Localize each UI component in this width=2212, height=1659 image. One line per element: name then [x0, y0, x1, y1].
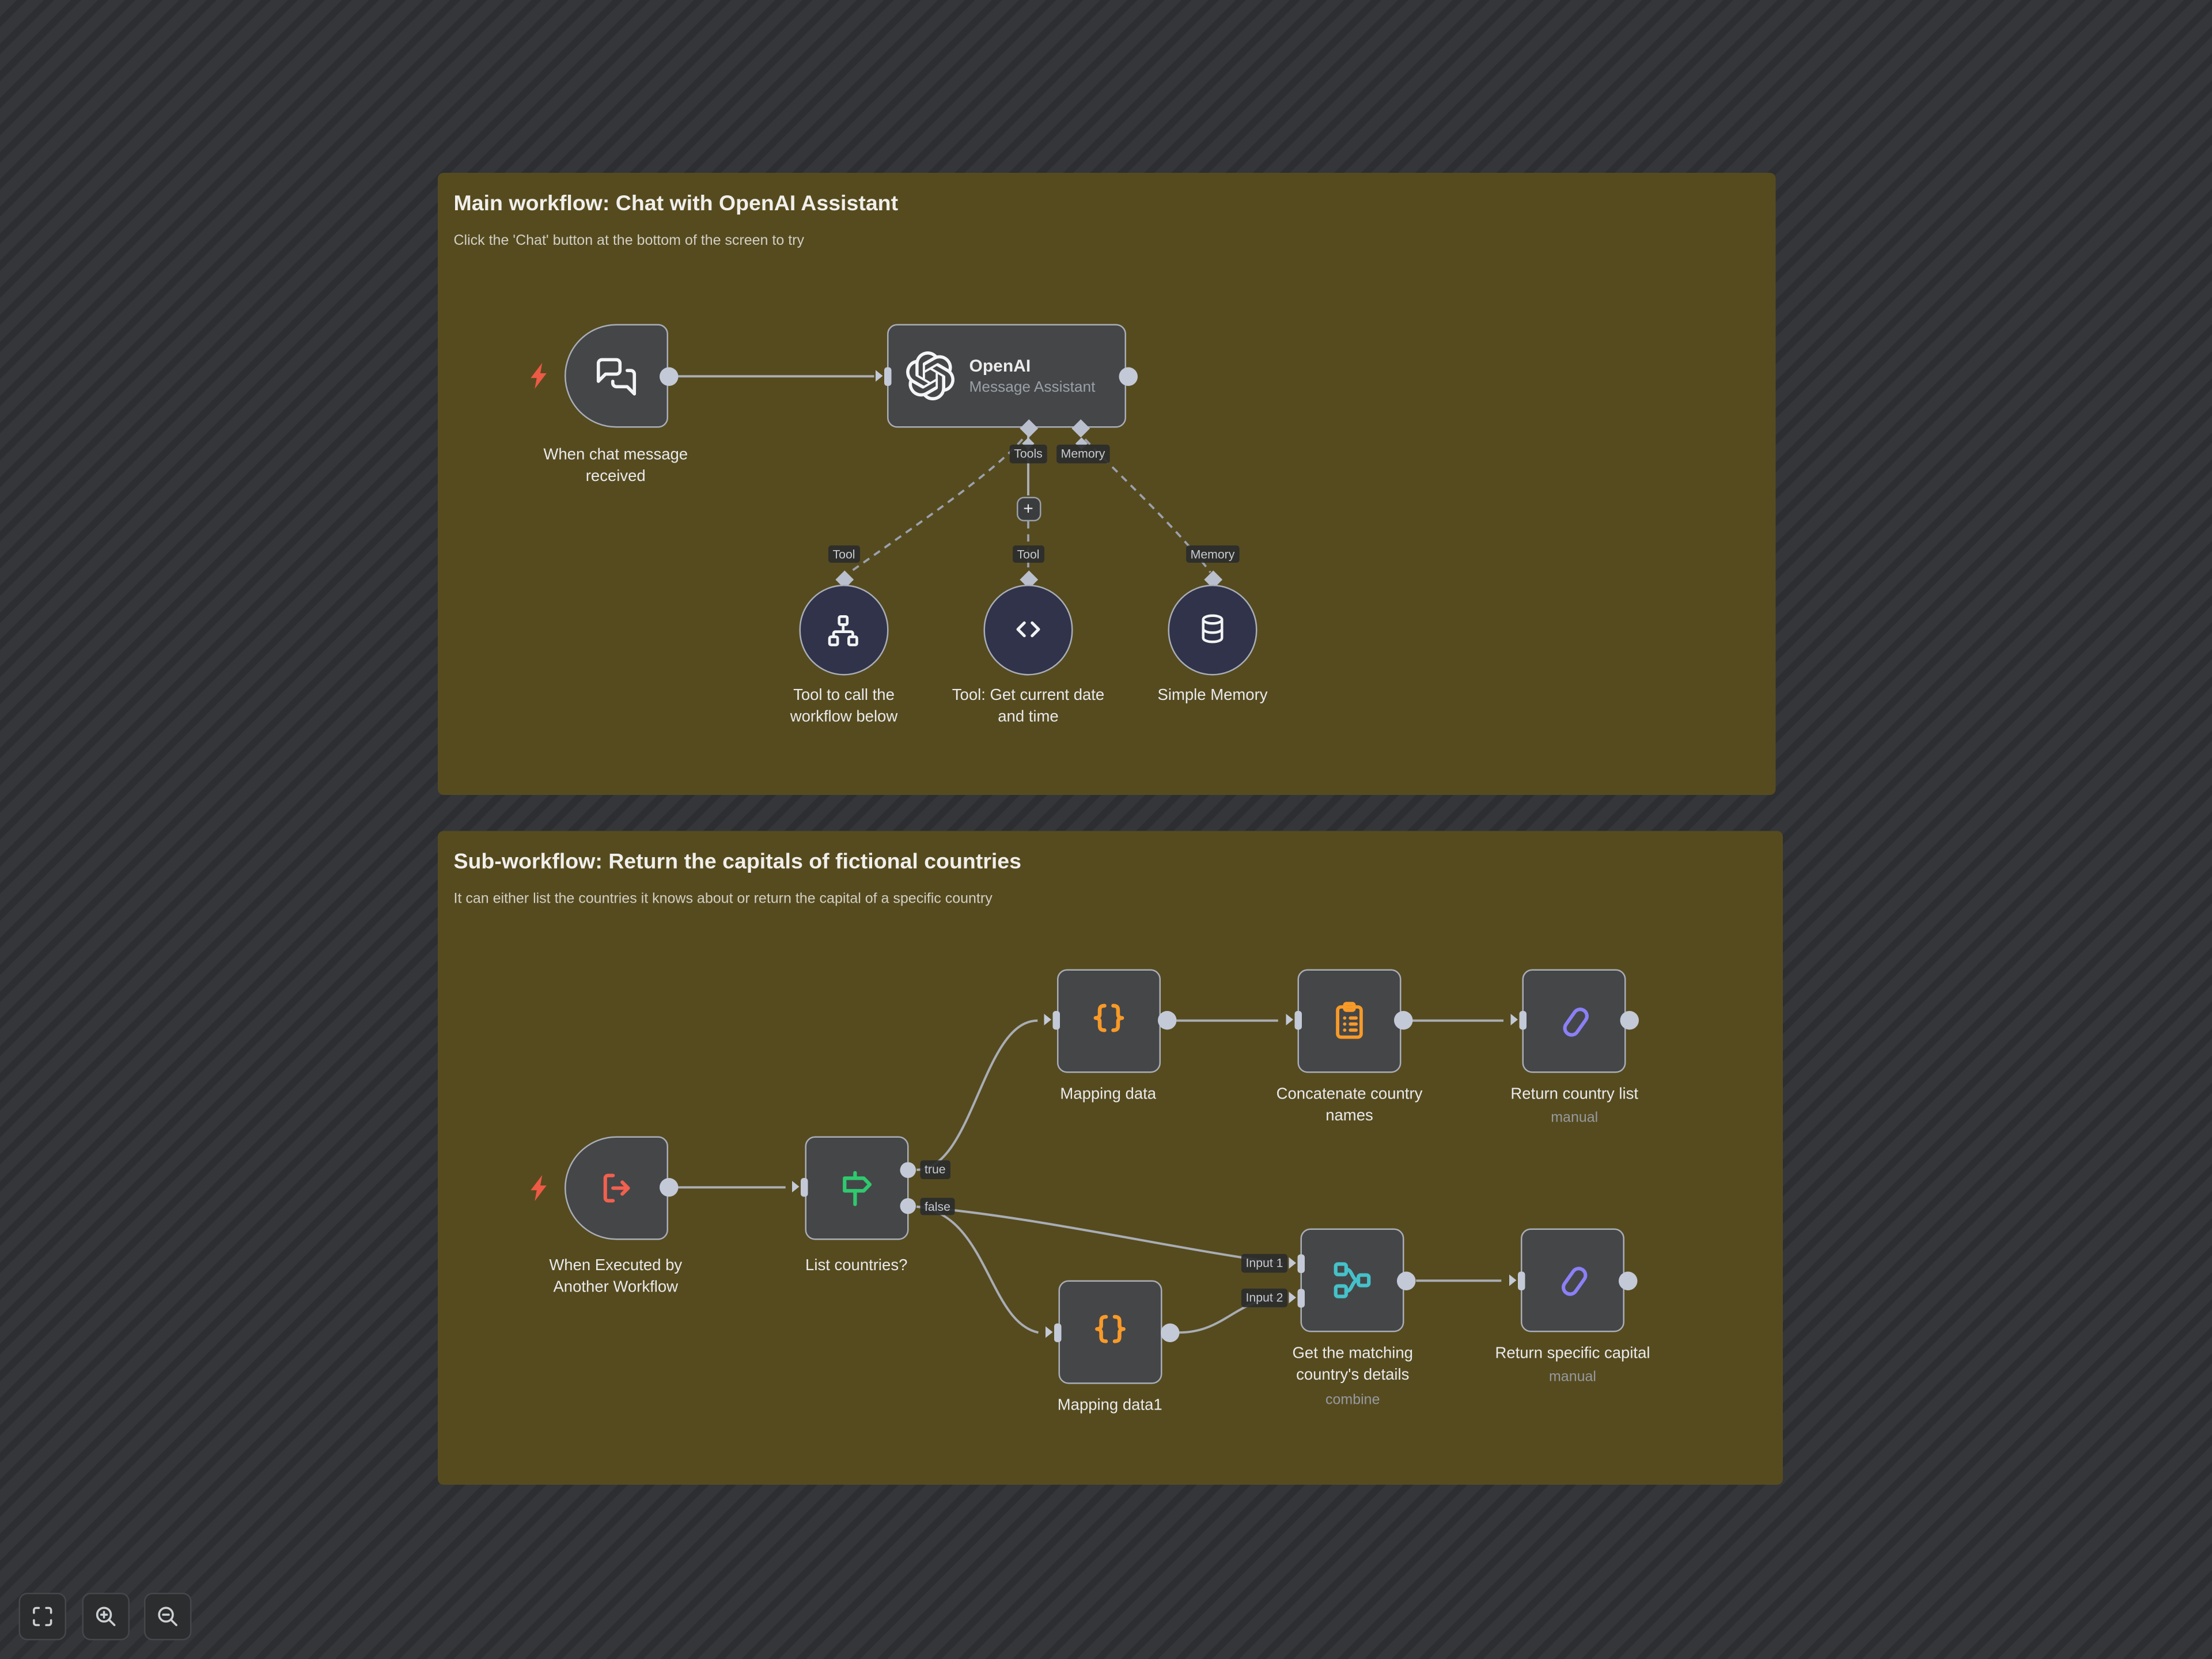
node-label-return-list: Return country list — [1510, 1085, 1639, 1103]
output-port-return-list[interactable] — [1619, 1011, 1639, 1030]
chip-memory: Memory — [1186, 544, 1239, 563]
sticky-subtitle: Click the 'Chat' button at the bottom of… — [453, 233, 804, 249]
pencil-icon — [1562, 1267, 1588, 1297]
node-merge-details[interactable] — [1301, 1229, 1405, 1333]
zoom-in-button[interactable] — [82, 1593, 130, 1641]
node-sublabel-merge: combine — [1325, 1392, 1380, 1408]
pencil-icon — [1563, 1007, 1589, 1036]
node-sublabel-return-capital: manual — [1548, 1369, 1597, 1386]
agent-subtitle: Message Assistant — [969, 378, 1096, 396]
node-list-countries-if[interactable] — [804, 1135, 908, 1240]
plus-icon: + — [1023, 498, 1033, 518]
output-port-openai[interactable] — [1118, 366, 1137, 386]
node-label-tool-call-workflow: Tool to call the workflow below — [790, 686, 898, 726]
output-port-concatenate[interactable] — [1393, 1011, 1412, 1030]
output-port-merge[interactable] — [1397, 1271, 1416, 1290]
chip-input2: Input 2 — [1241, 1289, 1287, 1307]
chip-true: true — [920, 1161, 950, 1179]
node-label-if: List countries? — [805, 1256, 908, 1274]
output-port-chat-trigger[interactable] — [659, 366, 679, 386]
output-port-mapping-data[interactable] — [1158, 1011, 1177, 1030]
output-port-mapping-data1[interactable] — [1160, 1323, 1179, 1342]
sticky-subtitle: It can either list the countries it know… — [453, 891, 993, 908]
lightning-trigger-icon — [531, 1174, 547, 1200]
node-return-specific-capital[interactable] — [1521, 1229, 1624, 1333]
node-tool-datetime[interactable] — [983, 585, 1074, 675]
chip-tool-1: Tool — [828, 544, 859, 563]
node-tool-call-workflow[interactable] — [798, 585, 889, 675]
node-concatenate[interactable] — [1297, 968, 1402, 1073]
zoom-to-fit-button[interactable] — [19, 1593, 67, 1641]
node-sublabel-return-list: manual — [1551, 1109, 1599, 1126]
node-openai-agent[interactable]: OpenAI Message Assistant — [887, 324, 1126, 429]
node-mapping-data[interactable] — [1056, 968, 1160, 1073]
zoom-out-icon — [158, 1607, 177, 1626]
input-port-mapping-data1[interactable] — [1046, 1323, 1062, 1342]
braces-icon — [1094, 1315, 1126, 1344]
input-port-concatenate[interactable] — [1285, 1011, 1301, 1030]
merge-icon — [1334, 1262, 1372, 1299]
node-label-merge: Get the matching country's details — [1292, 1344, 1413, 1384]
node-label-chat-trigger: When chat message received — [543, 445, 688, 485]
output-port-if-true[interactable] — [900, 1161, 916, 1178]
input-port-merge-2[interactable] — [1288, 1288, 1305, 1308]
braces-icon — [1093, 1003, 1124, 1032]
node-label-mapping-data: Mapping data — [1060, 1085, 1157, 1103]
chip-false: false — [920, 1198, 955, 1216]
fit-view-icon — [33, 1607, 53, 1626]
sitemap-icon — [828, 615, 859, 646]
node-label-return-capital: Return specific capital — [1495, 1344, 1650, 1362]
code-icon — [1016, 622, 1040, 638]
input-port-merge-1[interactable] — [1288, 1253, 1305, 1273]
node-label-simple-memory: Simple Memory — [1157, 686, 1268, 704]
node-return-country-list[interactable] — [1522, 968, 1627, 1073]
agent-text: OpenAI Message Assistant — [969, 355, 1096, 397]
input-port-mapping-data[interactable] — [1044, 1011, 1060, 1030]
if-signpost-icon — [842, 1170, 872, 1206]
output-port-return-capital[interactable] — [1618, 1271, 1637, 1290]
zoom-in-icon — [96, 1607, 116, 1626]
node-label-mapping-data1: Mapping data1 — [1057, 1396, 1162, 1414]
input-port-return-list[interactable] — [1510, 1011, 1527, 1030]
chip-input1: Input 1 — [1241, 1254, 1287, 1272]
agent-title: OpenAI — [969, 355, 1031, 376]
input-port-openai[interactable] — [874, 366, 891, 386]
output-port-exec-trigger[interactable] — [659, 1178, 679, 1197]
node-mapping-data1[interactable] — [1058, 1281, 1162, 1385]
lightning-trigger-icon — [531, 363, 547, 389]
port-label-memory: Memory — [1056, 444, 1109, 463]
sticky-title: Sub-workflow: Return the capitals of fic… — [453, 850, 1022, 874]
clipboard-list-icon — [1336, 1001, 1363, 1039]
node-simple-memory[interactable] — [1167, 585, 1258, 675]
input-port-return-capital[interactable] — [1508, 1271, 1525, 1290]
port-label-tools: Tools — [1009, 444, 1047, 463]
node-label-exec-trigger: When Executed by Another Workflow — [549, 1256, 683, 1297]
node-label-concatenate: Concatenate country names — [1276, 1085, 1423, 1125]
database-icon — [1202, 615, 1224, 644]
zoom-out-button[interactable] — [144, 1593, 192, 1641]
add-tool-button[interactable]: + — [1016, 496, 1041, 521]
node-chat-trigger[interactable] — [563, 324, 668, 429]
chip-tool-2: Tool — [1013, 544, 1044, 563]
chat-messages-icon — [596, 358, 635, 396]
node-exec-trigger[interactable] — [563, 1135, 668, 1240]
node-label-tool-datetime: Tool: Get current date and time — [952, 686, 1105, 726]
openai-logo-icon — [906, 351, 955, 401]
sticky-title: Main workflow: Chat with OpenAI Assistan… — [453, 191, 899, 217]
subworkflow-trigger-icon — [603, 1173, 630, 1202]
input-port-if[interactable] — [792, 1178, 808, 1197]
